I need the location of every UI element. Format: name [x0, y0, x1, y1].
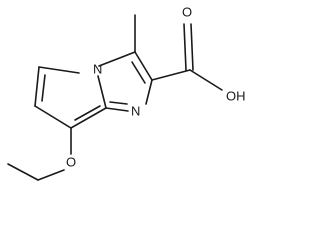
bond-carboxyl-oh [189, 69, 223, 91]
bond-c6-c7-inner [41, 74, 46, 102]
bond-c8-c8a [70, 107, 107, 129]
bond-c3-c2-inner [131, 61, 146, 84]
bond-ch2-ch3 [7, 163, 39, 181]
bond-carbonyl-outer [183, 23, 187, 71]
bond-c3-c2 [134, 51, 153, 81]
svg-text:O: O [182, 4, 192, 19]
bond-c7-c8 [34, 105, 72, 129]
bond-c8a-n4 [97, 75, 107, 109]
atom-n-bridge: N [131, 103, 140, 118]
atom-n-ring: N [93, 61, 102, 76]
bond-c5-c6 [38, 66, 80, 74]
bond-n4-c3 [98, 51, 136, 67]
atom-o-carbonyl: O [182, 4, 192, 19]
bond-c6-c7 [34, 66, 40, 107]
bond-c2-carboxyl [151, 69, 191, 81]
bond-c2-n1 [145, 79, 153, 105]
svg-text:N: N [93, 61, 102, 76]
bond-c8-c8a-inner [74, 105, 101, 121]
svg-text:OH: OH [226, 88, 246, 103]
svg-text:N: N [131, 103, 140, 118]
atom-oh-acid: OH [226, 88, 246, 103]
svg-text:O: O [66, 154, 76, 169]
structure-diagram: N N O OH O [7, 4, 246, 181]
bond-n1-c8a [105, 107, 129, 112]
bond-n1-c8a-inner [109, 101, 128, 105]
atom-o-ether: O [66, 154, 76, 169]
molecule-canvas: N N O OH O [7, 4, 246, 181]
bond-carbonyl-inner [190, 23, 194, 71]
bond-o-ch2 [37, 169, 65, 181]
